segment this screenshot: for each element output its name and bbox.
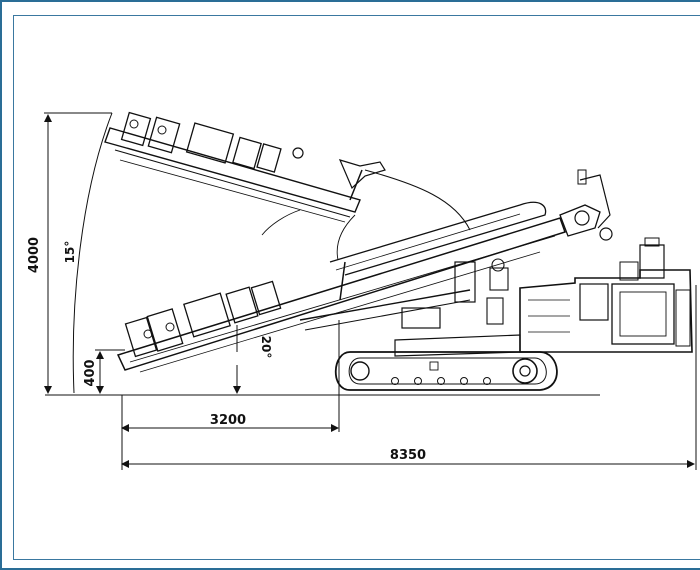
lower-boom [116, 169, 613, 373]
dimension-lines [44, 112, 697, 470]
dimension-total-height: 4000 [27, 237, 42, 273]
dimension-overall-length: 8350 [390, 448, 426, 463]
dimension-boom-reach: 3200 [210, 413, 246, 428]
carrier-chassis [334, 237, 693, 391]
dimension-tilt-angle-lower: 20° [259, 336, 273, 359]
upper-boom [104, 111, 471, 261]
drawing-inner-border [13, 15, 700, 560]
dimension-tilt-angle-upper: 15° [63, 241, 77, 264]
dimension-low-height: 400 [83, 359, 98, 386]
